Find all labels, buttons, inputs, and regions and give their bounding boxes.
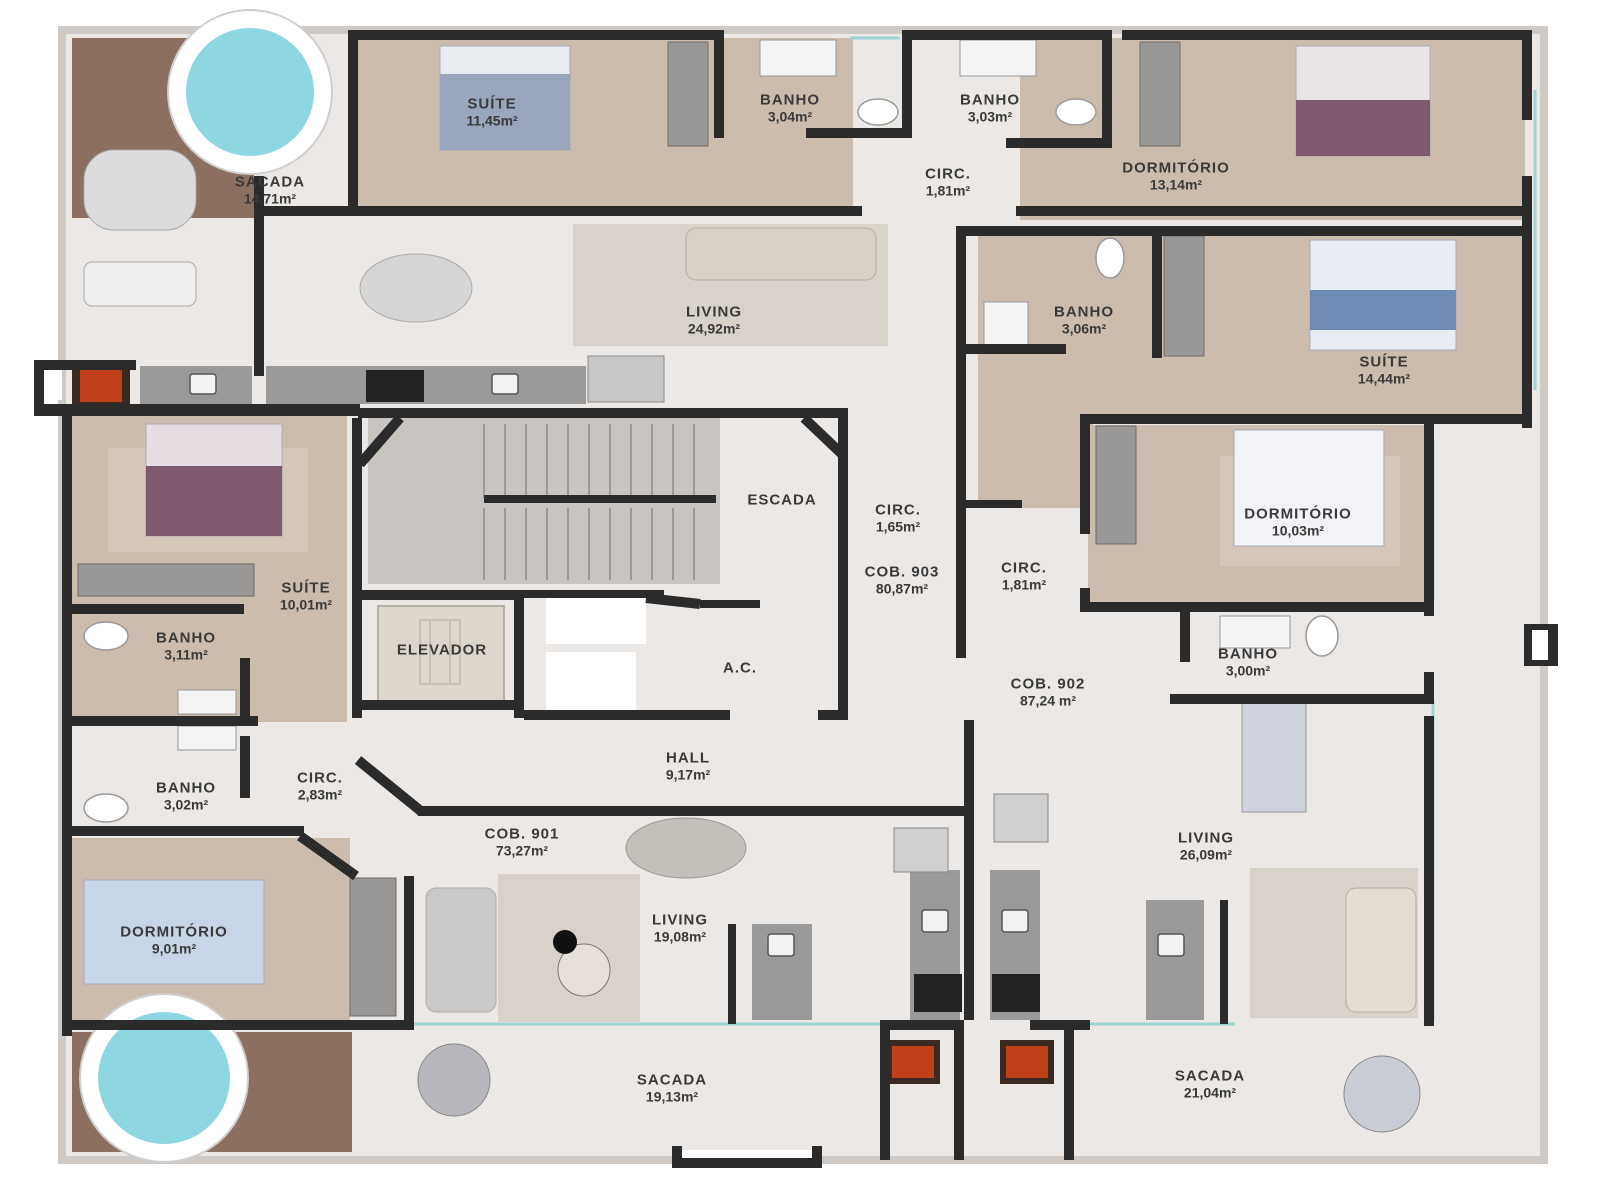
room-area: 80,87m² bbox=[875, 580, 929, 597]
room-name: LIVING bbox=[1177, 829, 1235, 847]
room-area: 3,11m² bbox=[164, 646, 208, 663]
room-name: A.C. bbox=[723, 659, 757, 677]
room-name: COB. 902 bbox=[1010, 675, 1086, 693]
room-label-sacada-se: SACADA 21,04m² bbox=[1175, 1067, 1245, 1100]
room-area: 87,24 m² bbox=[1019, 692, 1077, 709]
toilets bbox=[83, 98, 1339, 823]
room-area: 19,08m² bbox=[653, 928, 707, 945]
room-label-dorm-e2: DORMITÓRIO 10,03m² bbox=[1244, 505, 1352, 538]
room-label-sacada-s: SACADA 19,13m² bbox=[637, 1071, 707, 1104]
room-label-dorm-sw: DORMITÓRIO 9,01m² bbox=[120, 923, 228, 956]
room-label-hall: HALL 9,17m² bbox=[666, 749, 710, 782]
elevator-car bbox=[377, 605, 505, 703]
room-area: 3,03m² bbox=[967, 108, 1013, 125]
room-name: CIRC. bbox=[297, 769, 343, 787]
room-label-banho-w2: BANHO 3,02m² bbox=[156, 779, 216, 812]
room-name: CIRC. bbox=[1001, 559, 1047, 577]
room-area: 19,13m² bbox=[645, 1088, 699, 1105]
room-name: HALL bbox=[665, 749, 710, 767]
room-label-dorm-ne: DORMITÓRIO 13,14m² bbox=[1122, 159, 1230, 192]
room-area: 11,45m² bbox=[466, 112, 518, 129]
room-label-banho-e: BANHO 3,06m² bbox=[1054, 303, 1114, 336]
room-name: DORMITÓRIO bbox=[1122, 159, 1230, 177]
room-label-suite-e: SUÍTE 14,44m² bbox=[1358, 353, 1410, 386]
room-name: ESCADA bbox=[747, 491, 817, 509]
room-name: COB. 903 bbox=[864, 563, 940, 581]
dorm-ne-floor bbox=[1020, 38, 1525, 220]
room-label-circ-n: CIRC. 1,81m² bbox=[925, 165, 971, 198]
room-name: SACADA bbox=[234, 173, 306, 191]
room-area: 1,81m² bbox=[925, 182, 971, 199]
room-area: 10,03m² bbox=[1271, 522, 1325, 539]
ac-void-1 bbox=[546, 596, 646, 644]
room-name: LIVING bbox=[685, 303, 743, 321]
room-label-cob903: COB. 903 80,87m² bbox=[865, 563, 940, 596]
room-label-banho-se: BANHO 3,00m² bbox=[1218, 645, 1278, 678]
room-name: SUÍTE bbox=[467, 95, 517, 113]
room-label-circ-w: CIRC. 2,83m² bbox=[297, 769, 343, 802]
room-name: BANHO bbox=[1218, 645, 1278, 663]
room-label-escada: ESCADA bbox=[747, 491, 816, 508]
room-area: 14,44m² bbox=[1357, 370, 1411, 387]
room-label-suite-w: SUÍTE 10,01m² bbox=[280, 579, 332, 612]
room-area: 24,92m² bbox=[687, 320, 741, 337]
room-name: DORMITÓRIO bbox=[120, 923, 228, 941]
room-label-circ-c2: CIRC. 1,81m² bbox=[1001, 559, 1047, 592]
room-label-sacada-nw: SACADA 14,71m² bbox=[235, 173, 305, 206]
room-name: SUÍTE bbox=[281, 579, 331, 597]
beds bbox=[83, 45, 1457, 985]
room-label-cob902: COB. 902 87,24 m² bbox=[1011, 675, 1086, 708]
room-name: BANHO bbox=[156, 779, 216, 797]
room-label-banho-n1: BANHO 3,04m² bbox=[760, 91, 820, 124]
room-area: 13,14m² bbox=[1149, 176, 1203, 193]
room-label-living-s: LIVING 19,08m² bbox=[652, 911, 708, 944]
room-name: BANHO bbox=[960, 91, 1020, 109]
room-name: SACADA bbox=[1174, 1067, 1246, 1085]
walls bbox=[34, 30, 1558, 1168]
corridor-e-floor bbox=[978, 414, 1093, 508]
room-name: ELEVADOR bbox=[396, 641, 488, 659]
room-area: 10,01m² bbox=[279, 596, 333, 613]
room-name: BANHO bbox=[156, 629, 216, 647]
room-name: COB. 901 bbox=[484, 825, 560, 843]
room-label-circ-c1: CIRC. 1,65m² bbox=[875, 501, 921, 534]
dining-tables bbox=[359, 253, 1421, 1133]
room-area: 2,83m² bbox=[297, 786, 343, 803]
room-area: 1,81m² bbox=[1001, 576, 1047, 593]
room-name: DORMITÓRIO bbox=[1244, 505, 1352, 523]
room-area: 14,71m² bbox=[243, 190, 297, 207]
room-area: 73,27m² bbox=[495, 842, 549, 859]
room-area: 3,02m² bbox=[163, 796, 209, 813]
room-label-living-se: LIVING 26,09m² bbox=[1178, 829, 1234, 862]
room-area: 9,01m² bbox=[151, 940, 197, 957]
room-name: BANHO bbox=[1054, 303, 1114, 321]
room-area: 3,06m² bbox=[1061, 320, 1107, 337]
room-area: 3,00m² bbox=[1225, 662, 1271, 679]
room-area: 21,04m² bbox=[1183, 1084, 1237, 1101]
room-label-suite-n: SUÍTE 11,45m² bbox=[466, 95, 517, 128]
room-area: 3,04m² bbox=[767, 108, 813, 125]
room-name: SACADA bbox=[636, 1071, 708, 1089]
room-label-cob901: COB. 901 73,27m² bbox=[485, 825, 560, 858]
room-label-living-n: LIVING 24,92m² bbox=[686, 303, 742, 336]
room-label-banho-w1: BANHO 3,11m² bbox=[156, 629, 216, 662]
wardrobes bbox=[77, 41, 1205, 1017]
room-area: 26,09m² bbox=[1179, 846, 1233, 863]
room-name: SUÍTE bbox=[1359, 353, 1409, 371]
room-area: 9,17m² bbox=[665, 766, 711, 783]
room-area: 1,65m² bbox=[875, 518, 921, 535]
room-name: CIRC. bbox=[925, 165, 971, 183]
ac-void-2 bbox=[546, 652, 636, 714]
room-name: BANHO bbox=[760, 91, 820, 109]
room-name: LIVING bbox=[651, 911, 709, 929]
room-label-ac: A.C. bbox=[723, 659, 757, 676]
room-name: CIRC. bbox=[875, 501, 921, 519]
sofas bbox=[425, 227, 1417, 1013]
room-label-banho-n2: BANHO 3,03m² bbox=[960, 91, 1020, 124]
room-label-elevador: ELEVADOR bbox=[397, 641, 487, 658]
